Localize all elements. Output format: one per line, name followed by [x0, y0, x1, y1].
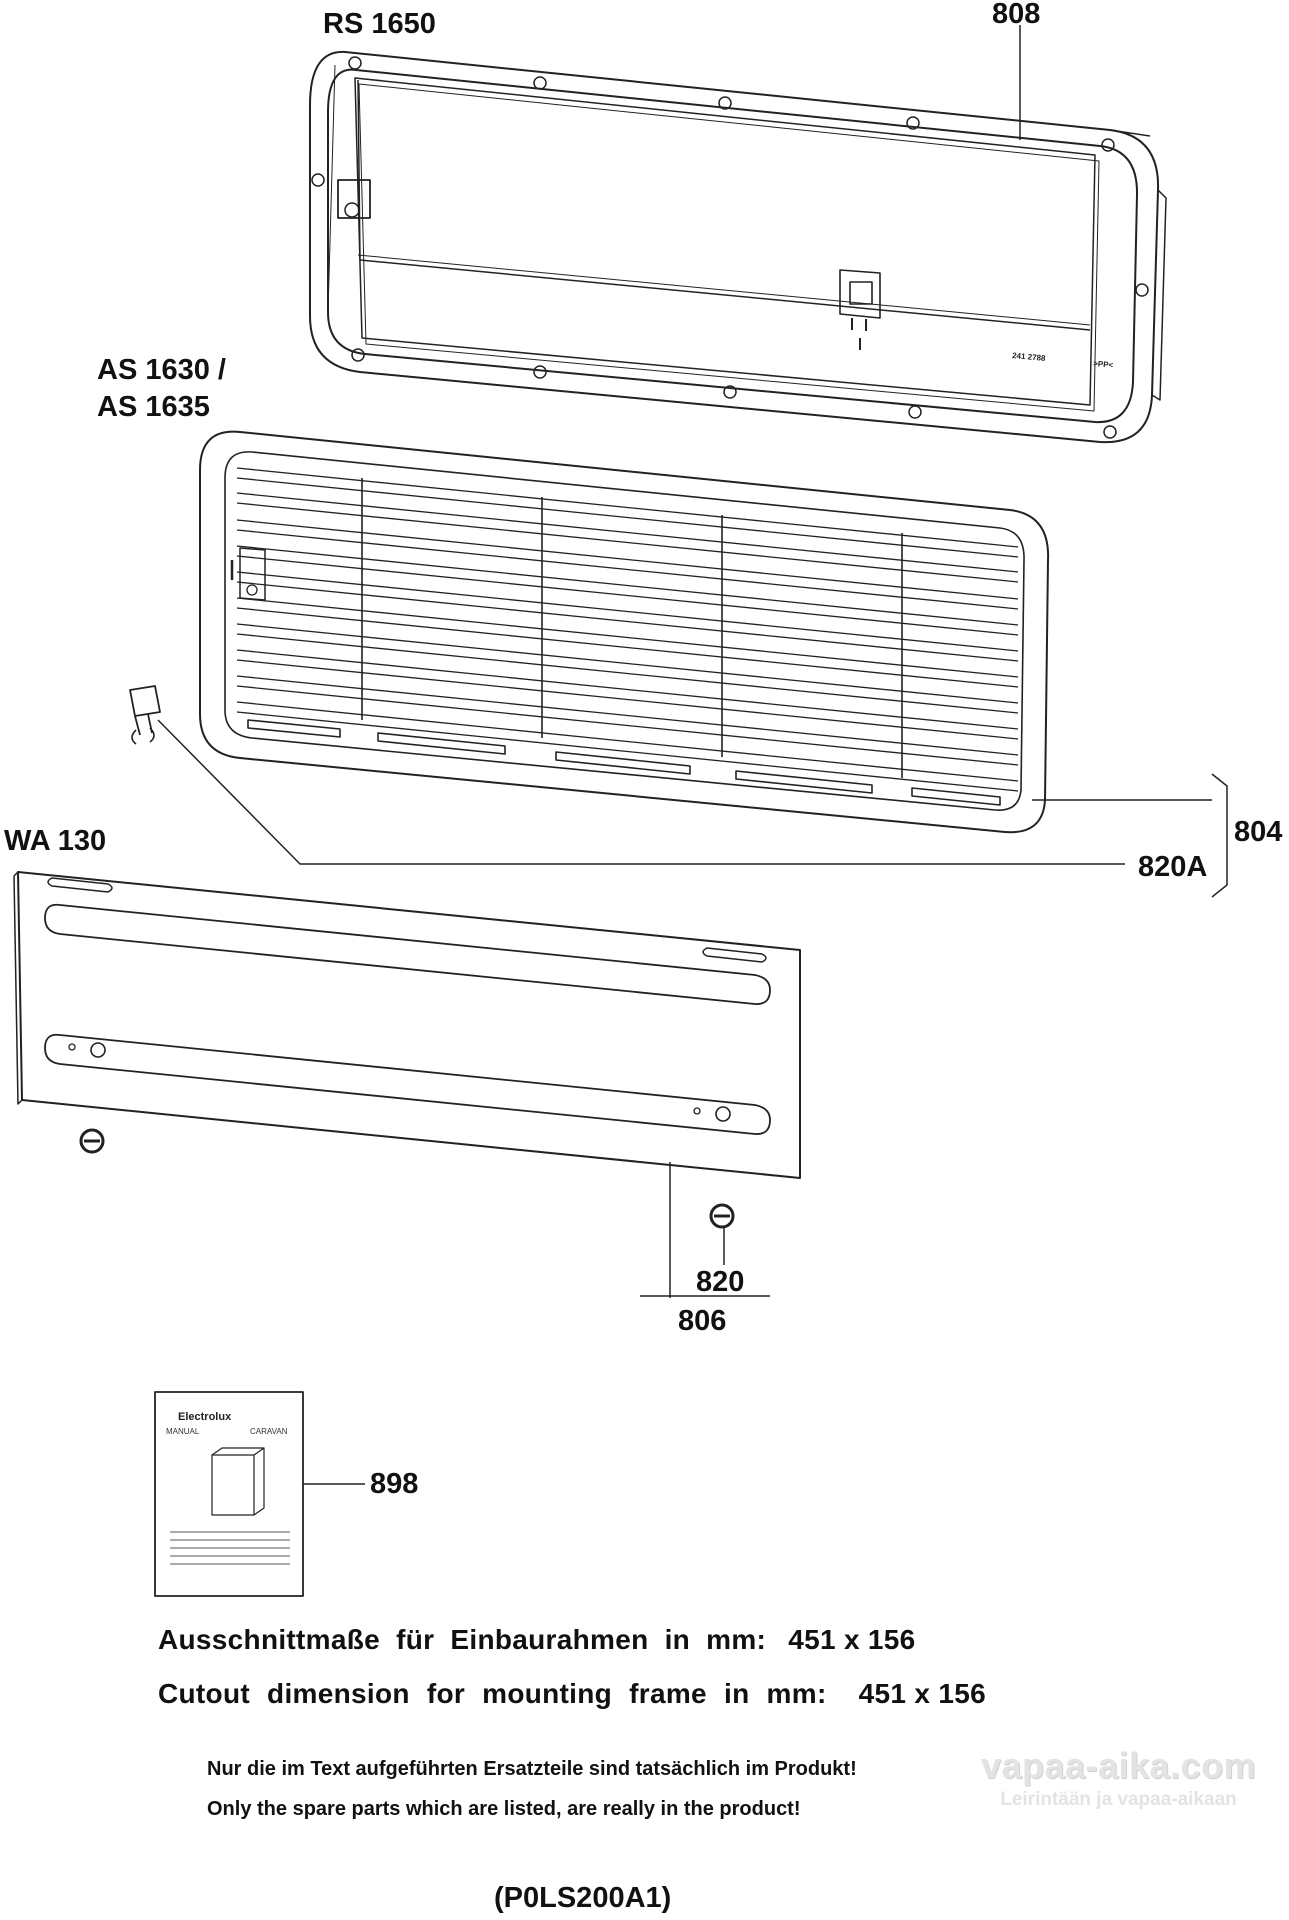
frame-part-number: 241 2788	[1012, 351, 1047, 363]
watermark-site: vapaa-aika.com	[980, 1745, 1257, 1786]
mounting-frame-rs1650	[309, 25, 1167, 444]
drawing-code: (P0LS200A1)	[494, 1882, 672, 1914]
caption-de-value: 451 x 156	[788, 1624, 916, 1655]
label-wa-130: WA 130	[4, 825, 107, 857]
manual-brand: Electrolux	[178, 1411, 232, 1423]
label-820: 820	[696, 1266, 745, 1298]
frame-material-mark: >PP<	[1093, 359, 1114, 370]
winter-cover-wa130	[13, 871, 801, 1298]
vent-grille-as1630	[199, 430, 1228, 898]
label-as-1635: AS 1635	[97, 391, 210, 423]
clip-820a	[129, 685, 1125, 865]
label-rs-1650: RS 1650	[323, 8, 436, 40]
manual-title-right: CARAVAN	[250, 1427, 288, 1436]
note-de: Nur die im Text aufgeführten Ersatzteile…	[207, 1758, 857, 1780]
manual-898	[154, 1391, 365, 1597]
caption-de-text: Ausschnittmaße für Einbaurahmen in mm:	[158, 1624, 767, 1655]
watermark: vapaa-aika.com Leirintään ja vapaa-aikaa…	[966, 1745, 1271, 1825]
watermark-tagline: Leirintään ja vapaa-aikaan	[1000, 1789, 1237, 1810]
caption-en-value: 451 x 156	[858, 1678, 986, 1709]
caption-en-text: Cutout dimension for mounting frame in m…	[158, 1678, 827, 1709]
caption-de: Ausschnittmaße für Einbaurahmen in mm: 4…	[158, 1624, 916, 1656]
label-806: 806	[678, 1305, 727, 1337]
caption-en: Cutout dimension for mounting frame in m…	[158, 1678, 986, 1710]
label-804: 804	[1234, 816, 1283, 848]
label-as-1630: AS 1630 /	[97, 354, 226, 386]
label-898: 898	[370, 1468, 419, 1500]
manual-title-left: MANUAL	[166, 1427, 200, 1436]
label-820a: 820A	[1138, 851, 1208, 883]
note-en: Only the spare parts which are listed, a…	[207, 1798, 801, 1820]
screw-820	[79, 1128, 735, 1265]
label-808: 808	[992, 0, 1041, 30]
